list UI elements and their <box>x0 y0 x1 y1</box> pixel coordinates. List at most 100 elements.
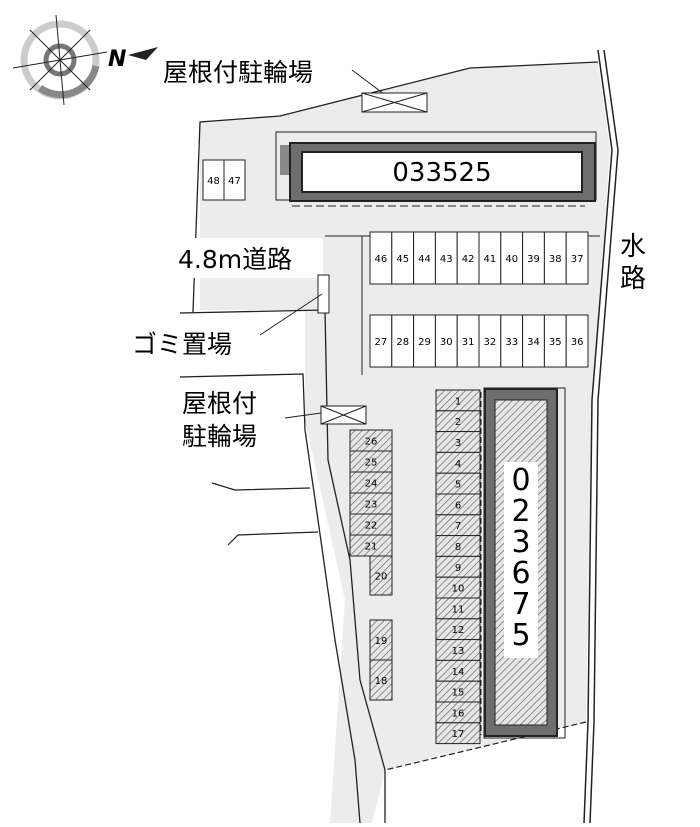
stall-number: 4 <box>455 459 461 470</box>
parking-stall-15: 15 <box>435 680 481 703</box>
parking-stall-30: 30 <box>434 314 458 368</box>
parking-stall-5: 5 <box>435 472 481 495</box>
stall-number: 25 <box>365 458 378 469</box>
stall-number: 5 <box>455 480 461 491</box>
stall-number: 48 <box>207 176 220 187</box>
parking-stall-32: 32 <box>478 314 502 368</box>
waterway-label-1: 水 <box>620 232 646 262</box>
stall-number: 21 <box>365 542 378 553</box>
parking-stall-19: 19 <box>369 619 393 661</box>
stall-number: 7 <box>455 521 461 532</box>
parking-stall-13: 13 <box>435 639 481 661</box>
parking-stall-28: 28 <box>391 314 415 368</box>
stall-number: 47 <box>228 176 241 187</box>
garbage-label: ゴミ置場 <box>132 330 232 359</box>
stall-number: 16 <box>452 708 465 719</box>
parking-stall-41: 41 <box>478 231 502 285</box>
parking-stall-8: 8 <box>435 535 481 557</box>
parking-stall-44: 44 <box>413 231 436 285</box>
parking-stall-26: 26 <box>349 429 393 452</box>
building-033525-inner <box>301 151 583 193</box>
site-boundary <box>192 61 599 313</box>
stall-number: 28 <box>396 337 409 348</box>
parking-stall-9: 9 <box>435 555 481 578</box>
parking-stall-1: 1 <box>435 389 481 412</box>
building-023675-digit: 3 <box>511 525 530 560</box>
stall-number: 27 <box>375 337 388 348</box>
garbage-area <box>317 274 330 314</box>
compass-icon <box>12 14 108 106</box>
building-033525-label: 033525 <box>392 158 491 188</box>
north-arrow-icon <box>128 47 158 60</box>
stall-number: 6 <box>455 500 461 511</box>
parking-stall-34: 34 <box>522 314 545 368</box>
building-023675-digit: 0 <box>511 463 530 498</box>
parking-stall-7: 7 <box>435 514 481 537</box>
stall-number: 35 <box>549 337 562 348</box>
parking-stall-36: 36 <box>565 314 589 368</box>
parking-stall-10: 10 <box>435 576 481 599</box>
stall-number: 17 <box>452 729 465 740</box>
stairs <box>280 145 290 175</box>
site-boundary-bottom <box>384 721 587 771</box>
parking-stall-16: 16 <box>435 701 481 724</box>
stall-number: 45 <box>396 254 409 265</box>
parking-stall-37: 37 <box>565 231 589 285</box>
bike-parking-mid-label-1: 屋根付 <box>182 389 257 418</box>
parking-stall-46: 46 <box>369 231 393 285</box>
stall-number: 36 <box>571 337 584 348</box>
bike-parking-top-icon <box>361 92 428 113</box>
stall-number: 44 <box>418 254 431 265</box>
building-023675-label-bg <box>504 462 538 658</box>
stall-number: 38 <box>549 254 562 265</box>
north-label: N <box>108 47 126 72</box>
stall-number: 42 <box>462 254 475 265</box>
parking-stall-39: 39 <box>522 231 545 285</box>
building-023675-digit: 6 <box>511 556 530 591</box>
parking-stall-6: 6 <box>435 493 481 516</box>
parking-stall-23: 23 <box>349 492 393 515</box>
stall-number: 2 <box>455 417 461 428</box>
bike-parking-mid-icon <box>320 405 367 425</box>
stall-number: 3 <box>455 438 461 449</box>
stall-number: 46 <box>375 254 388 265</box>
stall-number: 26 <box>365 437 378 448</box>
parking-stall-31: 31 <box>456 314 480 368</box>
stall-number: 9 <box>455 563 461 574</box>
parking-stall-21: 21 <box>349 534 393 557</box>
parking-stall-17: 17 <box>435 722 481 745</box>
parking-stall-22: 22 <box>349 513 393 536</box>
parking-stall-29: 29 <box>413 314 436 368</box>
stall-number: 32 <box>484 337 497 348</box>
stall-number: 31 <box>462 337 475 348</box>
parking-stall-27: 27 <box>369 314 393 368</box>
stall-number: 23 <box>365 500 378 511</box>
parking-stall-2: 2 <box>435 410 481 433</box>
stall-number: 12 <box>452 625 465 636</box>
stall-number: 20 <box>375 572 388 583</box>
road-label: 4.8m道路 <box>178 245 292 274</box>
parking-stall-14: 14 <box>435 659 481 682</box>
stall-number: 11 <box>452 604 465 615</box>
waterway-line-2 <box>589 49 619 824</box>
waterway-label-2: 路 <box>620 264 646 294</box>
stall-number: 15 <box>452 688 465 699</box>
leader-line <box>259 293 323 336</box>
parking-stall-35: 35 <box>543 314 567 368</box>
side-path-2 <box>227 531 319 546</box>
road-edge-bottom <box>179 373 361 824</box>
parking-stall-45: 45 <box>391 231 415 285</box>
stall-number: 1 <box>455 396 461 407</box>
parking-stall-11: 11 <box>435 597 481 620</box>
parking-stall-12: 12 <box>435 618 481 641</box>
bike-parking-mid-label-2: 駐輪場 <box>182 422 257 451</box>
road-label-bg <box>175 238 323 278</box>
stall-number: 37 <box>571 254 584 265</box>
parking-stall-4: 4 <box>435 451 481 474</box>
parking-stall-42: 42 <box>456 231 480 285</box>
stall-number: 34 <box>527 337 540 348</box>
stall-number: 43 <box>440 254 453 265</box>
